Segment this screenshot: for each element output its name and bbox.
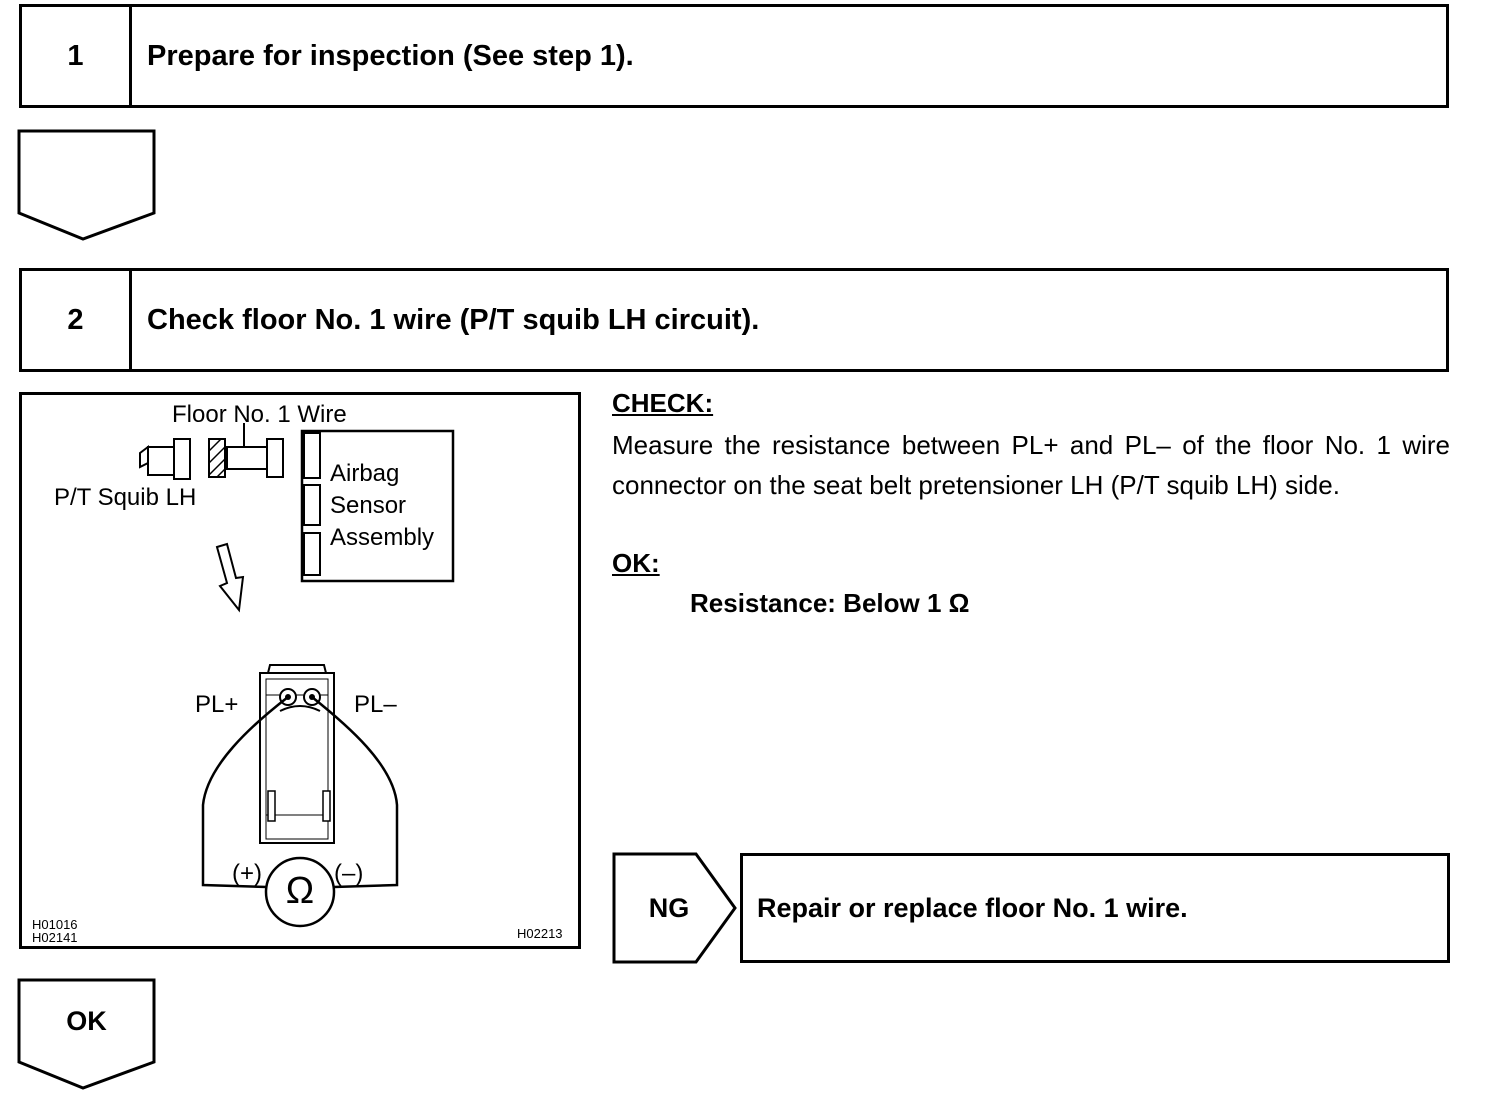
ok-arrow-shape [17,978,156,1090]
ng-label: NG [648,893,690,923]
step-title: Prepare for inspection (See step 1). [147,39,634,72]
step-number: 1 [22,7,132,105]
inspection-figure: Floor No. 1 Wire P/T Squib LH Airbag Sen… [19,392,581,949]
squib-label: P/T Squib LH [54,484,197,511]
ng-action-text: Repair or replace floor No. 1 wire. [757,893,1188,923]
check-description: Measure the resistance between PL+ and P… [612,430,1450,500]
continue-arrow-shape [17,129,156,241]
resistance-spec: Resistance: Below 1 Ω [690,588,970,618]
connector-diagram [139,423,455,928]
floor-wire-label: Floor No. 1 Wire [172,401,347,428]
meter-minus-label: (–) [334,860,364,887]
ok-heading: OK: [612,548,660,578]
sensor-label-line-2: Sensor [330,492,407,519]
sensor-label-line-1: Airbag [330,460,400,487]
ohm-symbol: Ω [285,870,315,912]
meter-plus-label: (+) [232,860,262,887]
figure-code: H02141 [32,930,78,945]
step-2-box: 2 Check floor No. 1 wire (P/T squib LH c… [19,268,1449,372]
figure-code: H02213 [517,926,563,941]
ok-label: OK [66,1006,107,1036]
sensor-label-line-3: Assembly [330,524,435,551]
step-title: Check floor No. 1 wire (P/T squib LH cir… [147,303,760,336]
step-1-box: 1 Prepare for inspection (See step 1). [19,4,1449,108]
figure-code: H01016 [32,917,78,932]
ng-action-box: Repair or replace floor No. 1 wire. [740,853,1450,963]
step-number: 2 [22,271,132,369]
ng-arrow-shape [612,852,737,964]
check-heading: CHECK: [612,388,714,418]
pl-minus-label: PL– [354,691,397,718]
pl-plus-label: PL+ [195,691,239,718]
